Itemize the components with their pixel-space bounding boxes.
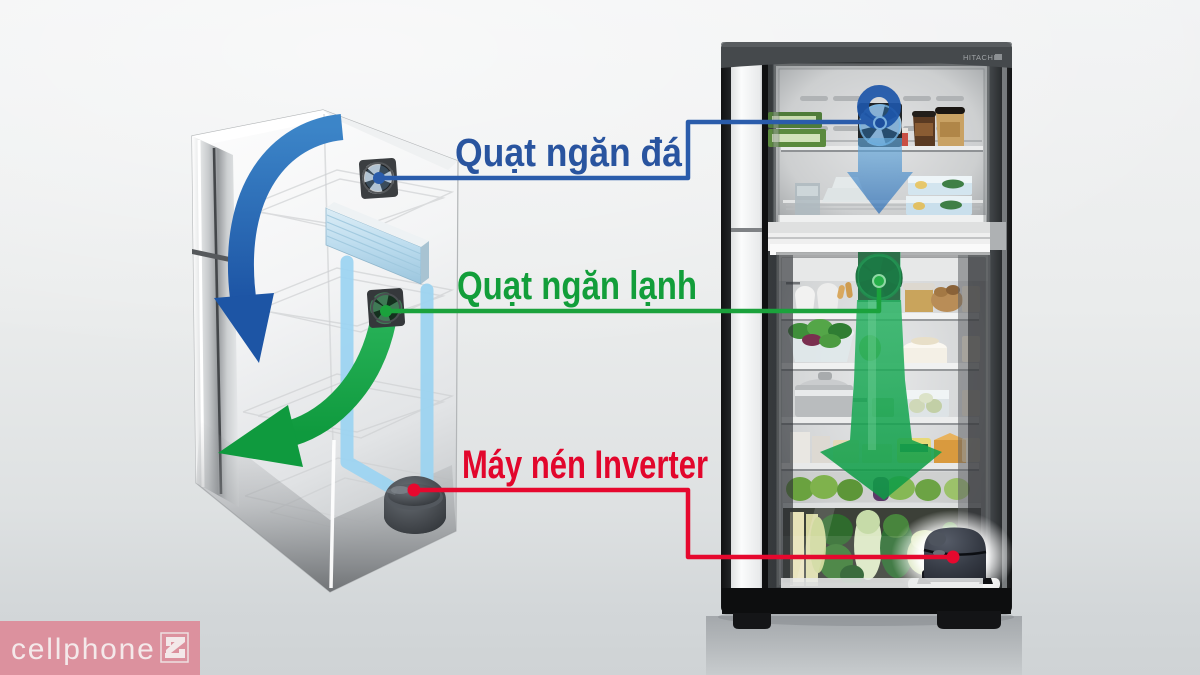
svg-text:Quạt ngăn lạnh: Quạt ngăn lạnh <box>457 264 697 308</box>
svg-text:cellphone: cellphone <box>11 633 156 666</box>
svg-text:Quạt ngăn đá: Quạt ngăn đá <box>455 131 683 175</box>
svg-text:Máy nén Inverter: Máy nén Inverter <box>462 443 708 487</box>
svg-text:HITACHI: HITACHI <box>963 53 996 62</box>
